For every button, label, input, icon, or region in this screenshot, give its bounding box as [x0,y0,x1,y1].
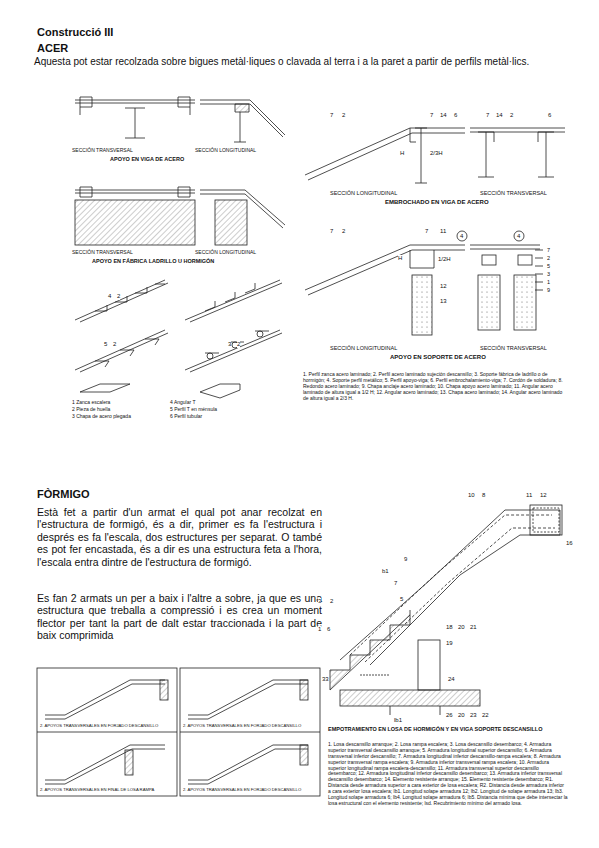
callout-number: 7 [486,112,489,119]
callout-number: 7 [330,228,333,235]
text-block: Es fan 2 armats un per a baix i l'altre … [37,592,322,642]
callout-number: SECCIÓN LONGITUDINAL [330,190,397,196]
callout-number: 1 [547,279,550,285]
callout-number: SECCIÓN LONGITUDINAL [330,345,397,351]
callout-number: 4 [108,293,111,300]
callout-number: 19 [446,640,453,647]
callout-number: 2 [117,293,120,300]
callout-number: H [400,150,404,157]
callout-number: SECCIÓN LONGITUDINAL [195,148,256,154]
text-block: EMPOTRAMIENTO EN LOSA DE HORMIGÓN Y EN V… [328,726,568,732]
callout-number: 2 [330,598,333,605]
callout-number: 2. APOYOS TRANSVERSALES EN FINAL DE LOSA… [40,788,154,793]
drawing-caption: APOYO EN SOPORTE DE ACERO [390,354,486,361]
callout-number: 2 Pieza de huella [72,407,110,413]
callout-number: 2 [342,228,345,235]
callout-number: 26 [446,712,453,719]
callout-number: 7 [430,112,433,119]
callout-number: 12 [440,283,447,290]
page-header: Construcció III [37,26,113,39]
callout-number: 4 [460,233,463,240]
callout-number: 6 Perfil tubular [170,414,202,420]
drawing-caption: APOYO EN VIGA DE ACERO [110,156,184,162]
callout-number: 7 [394,580,397,587]
callout-number: SECCIÓN TRANSVERSAL [480,345,547,351]
callout-number: 20 [458,712,465,719]
text-block: Aquesta pot estar recolzada sobre bigues… [34,56,596,68]
callout-number: SECCIÓN TRANSVERSAL [72,250,133,256]
callout-number: 2 [510,112,513,119]
callout-number: 2/3H [430,150,443,157]
callout-number: 2 [547,255,550,261]
callout-number: 9 [547,287,550,293]
callout-number: 11 [526,492,532,499]
callout-number: 5 [104,341,107,348]
embrochado-detail [305,128,565,183]
callout-number: SECCIÓN TRANSVERSAL [72,148,133,154]
callout-number: 3 [228,341,231,348]
drawing-caption: APOYO EN FÁBRICA LADRILLO U HORMIGÓN [92,258,214,264]
stair-details [75,280,282,398]
callout-number: 24 [448,676,455,683]
callout-number: 2 [342,112,345,119]
callout-number: 2 [237,341,240,348]
callout-number: 20 [458,624,465,631]
callout-number: b1 [382,568,389,575]
callout-number: 7 [425,228,428,235]
text-block: Està fet a partir d'un armat el qual pot… [37,506,322,568]
callout-number: 23 [470,712,477,719]
callout-number: 2 [113,341,116,348]
masonry-support [75,187,285,245]
callout-number: 4 Angular T [170,400,195,406]
callout-number: 3 [318,598,321,605]
text-block: 1. Perfil zanca acero laminado; 2. Perfi… [303,372,565,401]
callout-number: 7 [547,247,550,253]
callout-number: 1 Zanca escalera [72,400,110,406]
callout-number: 6 [327,626,330,633]
callout-number: 8 [482,492,485,499]
callout-number: 33 [322,676,329,683]
callout-number: SECCIÓN TRANSVERSAL [480,190,547,196]
callout-number: 7 [330,112,333,119]
callout-number: 5 Perfil T en ménsula [170,407,217,413]
callout-number: 1 [318,626,321,633]
callout-number: SECCIÓN LONGITUDINAL [195,250,256,256]
support-panels [37,668,320,796]
callout-number: 5 [400,596,403,603]
callout-number: 21 [470,624,477,631]
drawing-caption: ACER [37,42,68,55]
callout-number: 1/2H [438,256,451,263]
concrete-stair [330,505,562,715]
callout-number: H [398,255,402,262]
callout-number: 14 [496,112,503,119]
callout-number: 2. APOYOS TRANSVERSALES EN FORJADO DESCA… [183,788,301,793]
callout-number: 3 Chapa de acero plegada [72,414,131,420]
callout-number: 2. APOYOS TRANSVERSALES EN FORJADO DESCA… [183,724,301,729]
callout-number: 4 [517,233,520,240]
callout-number: 6 [454,112,457,119]
callout-number: 18 [446,624,453,631]
callout-number: 14 [440,112,447,119]
callout-number: 13 [440,298,447,305]
drawing-caption: EMBROCHADO EN VIGA DE ACERO [385,199,489,206]
callout-number: 2. APOYOS TRANSVERSALES EN FORJADO DESCA… [40,724,158,729]
callout-number: 10 [468,492,475,499]
steel-column-support [305,231,543,335]
callout-number: 12 [540,492,547,499]
drawing-caption: FÒRMIGO [37,488,90,501]
callout-number: 6 [548,112,551,119]
callout-number: 3 [547,271,550,277]
steel-beam-support [75,97,285,142]
callout-number: 5 [547,263,550,269]
callout-number: lb1 [394,717,402,724]
callout-number: 22 [482,712,489,719]
callout-number: 16 [566,540,573,547]
callout-number: 9 [404,556,407,563]
text-block: 1. Losa descansillo arranque; 2. Losa ra… [328,742,568,807]
callout-number: 11 [440,228,446,235]
